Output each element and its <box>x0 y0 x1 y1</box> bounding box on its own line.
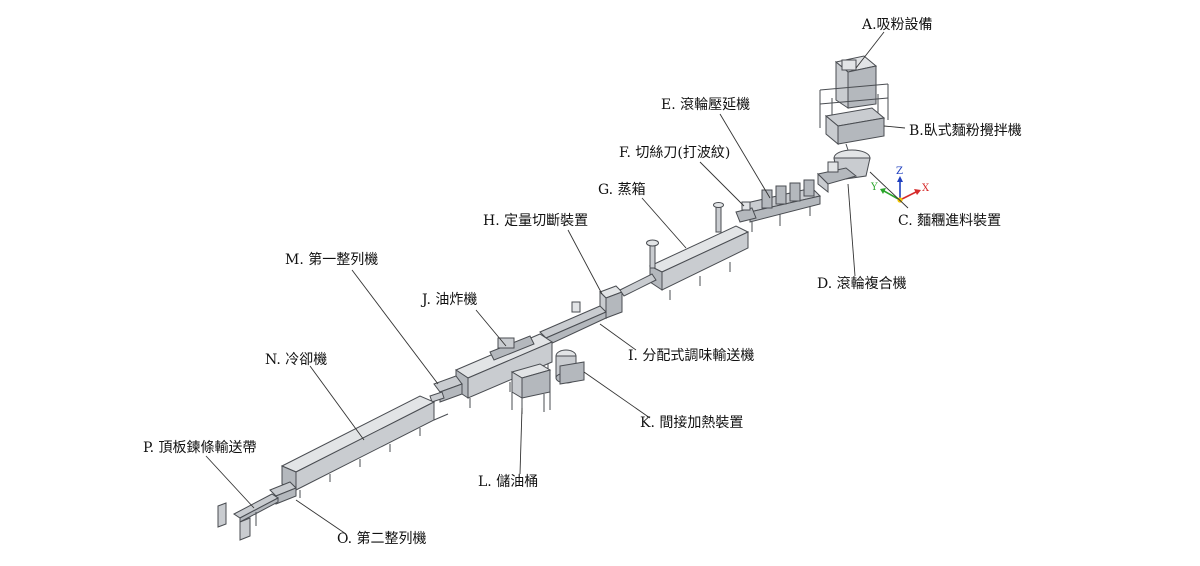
label-e: E. 滾輪壓延機 <box>661 97 751 113</box>
machine-k-heater <box>555 349 585 385</box>
label-o: O. 第二整列機 <box>337 531 427 547</box>
machine-a-powder-suction <box>819 55 889 134</box>
machine-c-d-feeder-compound <box>816 149 871 194</box>
label-k: K. 間接加熱裝置 <box>640 415 744 431</box>
label-m: M. 第一整列機 <box>285 252 379 268</box>
axis-y-label: Y <box>871 182 878 193</box>
label-p: P. 頂板鍊條輸送帶 <box>143 440 257 456</box>
machine-j-fryer <box>454 333 554 408</box>
label-n: N. 冷卻機 <box>265 352 328 368</box>
axis-triad <box>880 176 921 203</box>
machine-h-cutter <box>599 273 657 320</box>
label-j: J. 油炸機 <box>422 292 478 308</box>
label-l: L. 儲油桶 <box>478 474 539 490</box>
label-d: D. 滾輪複合機 <box>817 276 907 292</box>
machine-g-steamer <box>646 202 750 300</box>
machine-p-chain-conveyor <box>217 493 279 541</box>
leader-lines <box>205 31 909 535</box>
machine-e-roller-press <box>741 179 821 232</box>
label-a: A.吸粉設備 <box>862 17 933 33</box>
label-b: B.臥式麵粉攪拌機 <box>909 123 1022 139</box>
axis-x-label: X <box>922 183 930 194</box>
label-i: I. 分配式調味輸送機 <box>628 348 755 364</box>
label-h: H. 定量切斷裝置 <box>483 213 589 229</box>
label-g: G. 蒸箱 <box>598 182 646 198</box>
machine-l-oil-tank <box>510 363 552 414</box>
machine-f-slitter <box>735 201 757 223</box>
machine-n-cooler <box>280 395 449 498</box>
label-c: C. 麵糰進料裝置 <box>898 213 1002 229</box>
machine-i-seasoning-conveyor <box>539 301 607 347</box>
label-f: F. 切絲刀(打波紋) <box>619 145 731 161</box>
machine-b-mixer <box>824 107 886 151</box>
axis-z-label: Z <box>896 166 903 177</box>
machine-m-first-aligner <box>429 375 463 403</box>
